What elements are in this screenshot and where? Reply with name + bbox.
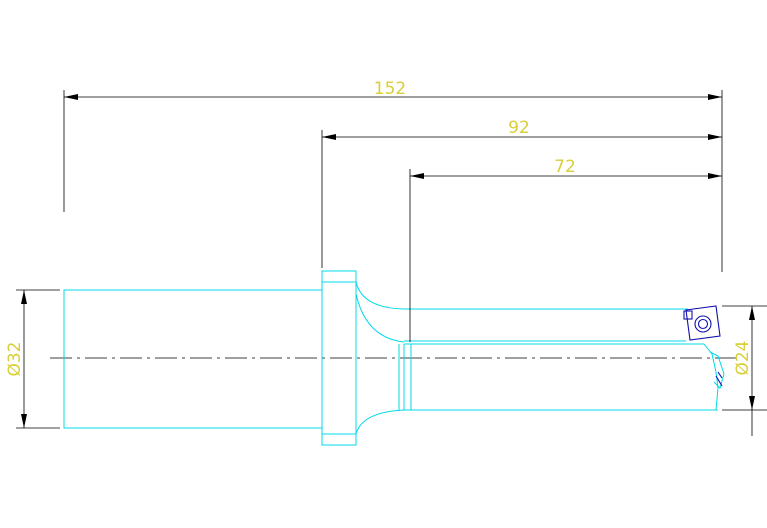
dim-24-label: Ø24 (733, 340, 753, 375)
tool-tip (703, 343, 719, 411)
dim-32-label: Ø32 (5, 341, 25, 376)
insert (683, 305, 723, 387)
dimension-lines (16, 90, 767, 436)
tool-outline (63, 270, 725, 446)
lower-fillet (355, 409, 405, 435)
dim-152-label: 152 (374, 79, 406, 99)
flange (321, 270, 357, 446)
upper-fillet (355, 281, 405, 310)
dim-72-label: 72 (554, 157, 576, 177)
dim-92-label: 92 (508, 118, 530, 138)
shank (63, 289, 323, 429)
insert-screw-icon (694, 315, 712, 333)
